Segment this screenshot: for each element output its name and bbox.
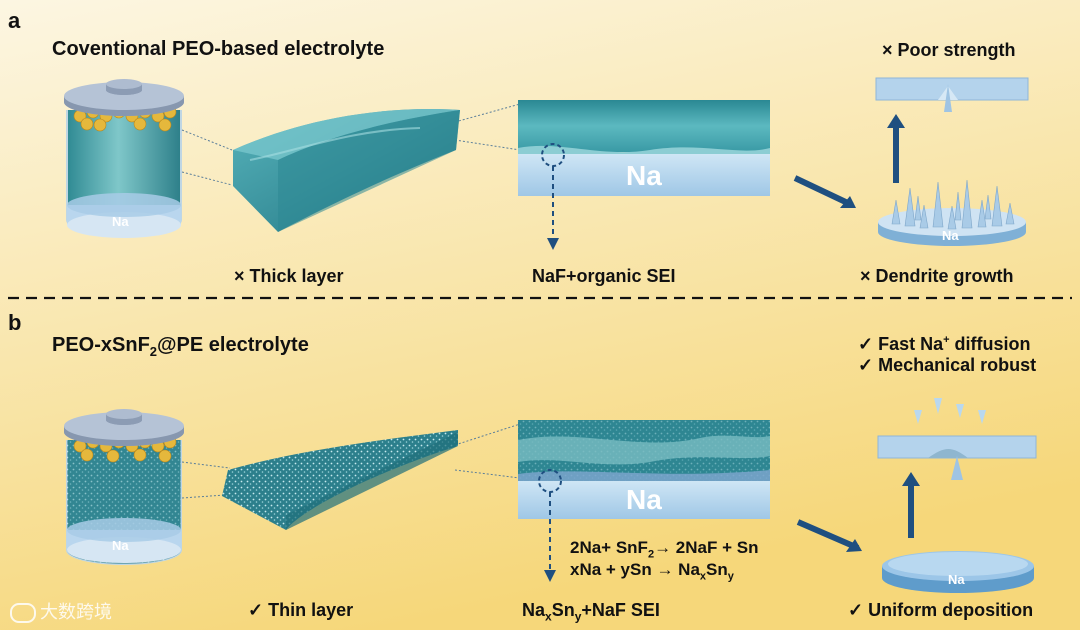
zoom-lines-a bbox=[181, 103, 521, 186]
reaction-line-2: xNa + ySn → NaxSny bbox=[570, 560, 734, 582]
panel-letter-b: b bbox=[8, 310, 22, 335]
reaction-1-pre: 2Na+ SnF bbox=[570, 538, 648, 557]
reaction-1-sub: 2 bbox=[647, 548, 655, 561]
watermark-text: 大数跨境 bbox=[40, 602, 112, 623]
can-a-na-label: Na bbox=[112, 214, 129, 229]
battery-can-a bbox=[64, 79, 184, 238]
disc-a-na-label: Na bbox=[942, 228, 959, 243]
panel-b-title: PEO-xSnF2@PE electrolyte bbox=[52, 334, 309, 359]
feature-mechanical-robust: ✓ Mechanical robust bbox=[858, 355, 1037, 375]
panel-b-title-sub: 2 bbox=[149, 344, 158, 359]
panel-b-title-pre: PEO-xSnF bbox=[52, 334, 150, 356]
substrate-a-na-label: Na bbox=[626, 160, 662, 191]
feature-fast-na-diffusion: ✓ Fast Na+ diffusion bbox=[858, 334, 1031, 355]
up-arrow-a bbox=[887, 114, 905, 183]
caption-naf-organic-sei: NaF+organic SEI bbox=[532, 266, 676, 286]
caption-poor-strength: × Poor strength bbox=[882, 40, 1016, 60]
reaction-2-mid: Sn bbox=[706, 560, 728, 579]
robust-sheet bbox=[877, 398, 1037, 480]
battery-can-b bbox=[64, 409, 184, 565]
interface-box-a bbox=[518, 100, 770, 250]
uniform-disc bbox=[882, 551, 1034, 593]
poor-strength-sheet bbox=[875, 77, 1029, 112]
watermark: 大数跨境 bbox=[10, 598, 112, 624]
panel-b-title-post: @PE electrolyte bbox=[157, 334, 309, 356]
reaction-2-sub2: y bbox=[727, 570, 734, 583]
watermark-logo-icon bbox=[10, 603, 36, 623]
sei-sub2: y bbox=[574, 609, 582, 624]
arrow-to-dendrite bbox=[793, 175, 856, 208]
reaction-2-pre: xNa + ySn → Na bbox=[570, 560, 700, 579]
sei-post: +NaF SEI bbox=[581, 600, 660, 620]
zoom-lines-b bbox=[181, 423, 521, 499]
reaction-2-sub1: x bbox=[699, 570, 707, 583]
reaction-line-1: 2Na+ SnF2→ 2NaF + Sn bbox=[570, 538, 758, 560]
up-arrow-b bbox=[902, 472, 920, 538]
reaction-1-post: → 2NaF + Sn bbox=[654, 538, 759, 557]
caption-thin-layer: ✓ Thin layer bbox=[248, 600, 354, 620]
thin-electrolyte-slab bbox=[222, 430, 458, 530]
caption-naxsny-naf-sei: NaxSny+NaF SEI bbox=[522, 600, 660, 624]
interface-box-b bbox=[518, 420, 770, 582]
arrow-to-uniform bbox=[796, 519, 862, 552]
sei-pre: Na bbox=[522, 600, 546, 620]
feature-1-pre: ✓ Fast Na bbox=[858, 334, 944, 354]
can-b-na-label: Na bbox=[112, 538, 129, 553]
panel-letter-a: a bbox=[8, 8, 21, 33]
dendrite-disc bbox=[878, 179, 1026, 246]
sei-sub1: x bbox=[545, 609, 552, 624]
caption-uniform-deposition: ✓ Uniform deposition bbox=[848, 600, 1034, 620]
sei-mid: Sn bbox=[551, 600, 575, 620]
caption-thick-layer: × Thick layer bbox=[234, 266, 344, 286]
feature-1-post: diffusion bbox=[949, 334, 1031, 354]
thick-electrolyte-slab bbox=[233, 109, 460, 232]
disc-b-na-label: Na bbox=[948, 572, 965, 587]
panel-a-title: Coventional PEO-based electrolyte bbox=[52, 38, 385, 60]
feature-1-sup: + bbox=[943, 334, 950, 346]
substrate-b-na-label: Na bbox=[626, 484, 662, 515]
caption-dendrite-growth: × Dendrite growth bbox=[860, 266, 1014, 286]
